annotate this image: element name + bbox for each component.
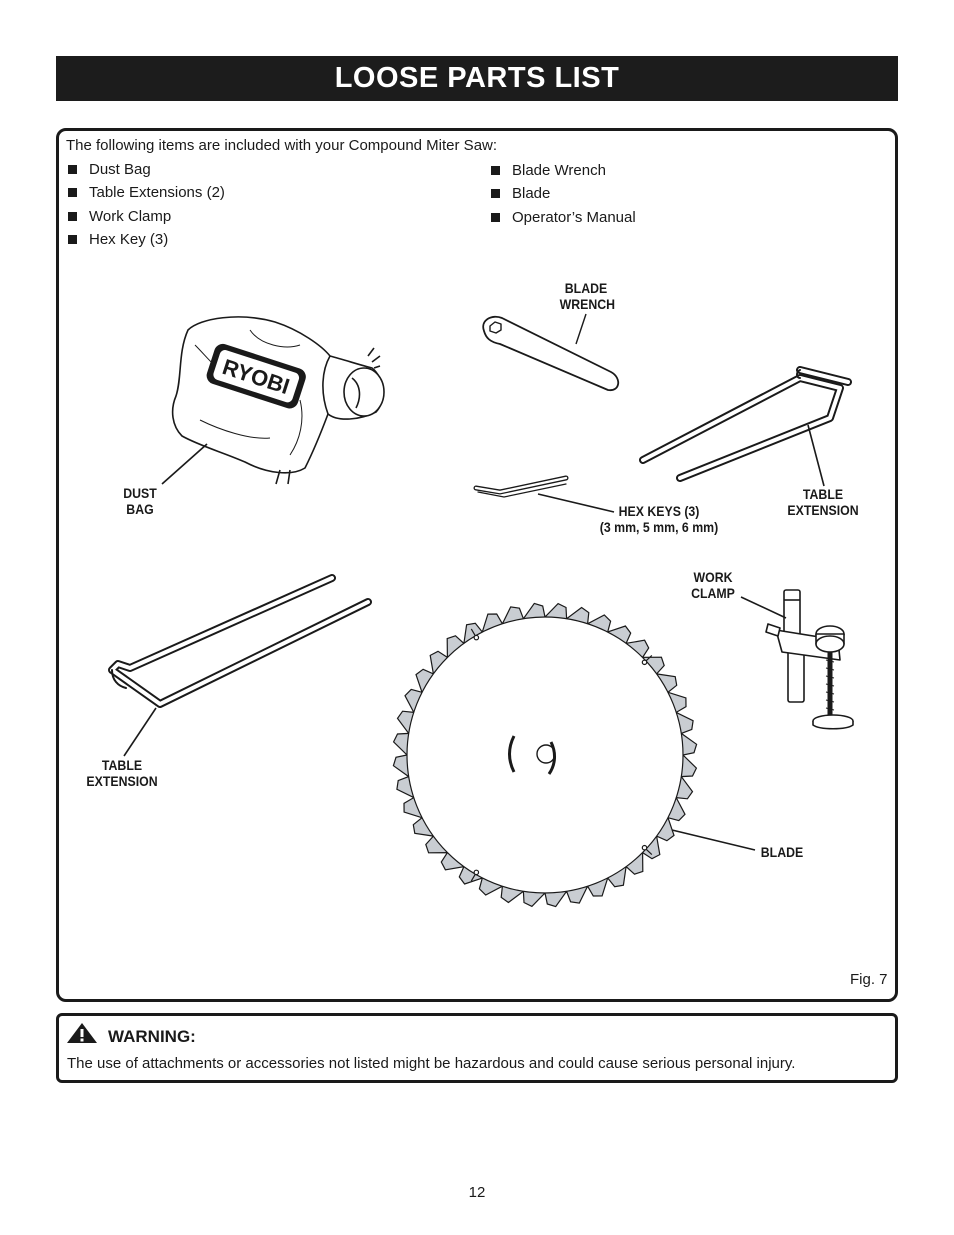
parts-list-left: Dust Bag Table Extensions (2) Work Clamp… [68,158,225,251]
parts-list-right: Blade Wrench Blade Operator’s Manual [491,159,636,229]
work-clamp-illustration [765,589,854,730]
bullet-square-icon [68,188,77,198]
callout-table-extension-left: TABLE EXTENSION [86,757,158,789]
callout-work-clamp: WORK CLAMP [691,569,735,601]
intro-text: The following items are included with yo… [66,137,498,154]
parts-panel [56,128,898,1002]
callout-table-extension-right: TABLE EXTENSION [787,486,859,518]
blade-wrench-illustration [482,315,620,391]
callout-blade: BLADE [760,844,804,860]
blade-slot-hole [641,844,648,851]
page-title: LOOSE PARTS LIST [56,56,898,101]
list-item: Blade Wrench [491,159,636,182]
callout-hex-keys: HEX KEYS (3) (3 mm, 5 mm, 6 mm) [599,503,719,535]
list-item: Table Extensions (2) [68,181,225,204]
bullet-square-icon [491,212,500,222]
callout-blade-wrench: BLADE WRENCH [559,280,616,312]
dust-bag-leader [161,443,208,485]
list-item: Operator’s Manual [491,206,636,229]
table-extension-right-illustration [639,366,852,482]
bullet-square-icon [68,165,77,175]
list-item: Hex Key (3) [68,228,225,251]
list-item: Work Clamp [68,205,225,228]
warning-title: WARNING: [108,1027,196,1046]
hex-keys-illustration [473,475,569,498]
bullet-square-icon [491,166,500,176]
warning-triangle-icon [67,1023,97,1043]
callout-dust-bag: DUST BAG [123,485,157,517]
dust-bag-illustration: RYOBI [171,316,385,485]
list-item: Blade [491,182,636,205]
warning-panel [56,1013,898,1083]
figure-label: Fig. 7 [850,971,888,988]
warning-text: The use of attachments or accessories no… [67,1055,796,1072]
bullet-square-icon [68,235,77,245]
bullet-square-icon [491,189,500,199]
list-item: Dust Bag [68,158,225,181]
page-number: 12 [468,1184,486,1201]
table-extension-left-illustration [108,574,372,708]
blade-slot-hole [473,634,480,641]
bullet-square-icon [68,211,77,221]
blade-slot-hole [473,869,480,876]
saw-blade-illustration [392,602,698,908]
blade-slot-hole [641,659,648,666]
